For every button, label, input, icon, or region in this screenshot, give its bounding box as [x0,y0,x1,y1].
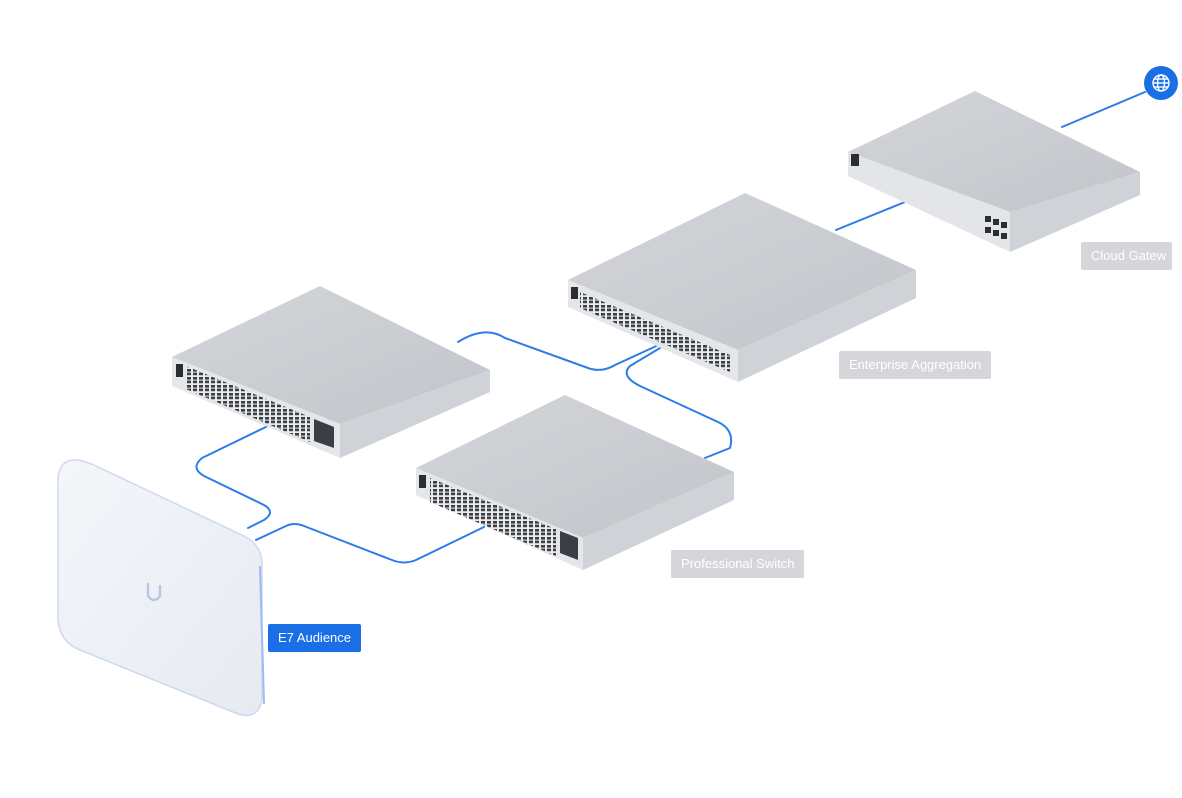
aggregation-power-port [571,287,578,299]
cloud-gateway-label[interactable]: Cloud Gatew [1081,242,1172,270]
professional-switch-port-bank [430,478,556,556]
switch-power-port [176,364,183,377]
enterprise-switch-device[interactable] [172,286,490,458]
link-switch1-ap [195,424,271,529]
professional-switch-sfp-ports [560,531,578,560]
enterprise-aggregation-label[interactable]: Enterprise Aggregation [839,351,992,379]
cable-links [195,91,1146,564]
ubiquiti-u-logo [146,582,162,602]
professional-switch-power-port [419,475,426,488]
gateway-power-port [851,154,859,166]
enterprise-aggregation-device[interactable] [568,193,916,382]
link-proswitch-ap [255,523,485,564]
switch-sfp-ports [314,419,334,448]
e7-access-point-device[interactable] [57,459,265,717]
link-switch1-aggregation [457,331,666,371]
link-internet-gateway [1061,91,1146,128]
professional-switch-device[interactable] [416,395,734,570]
globe-icon[interactable] [1144,66,1178,100]
professional-switch-label[interactable]: Professional Switch [671,550,805,578]
cloud-gateway-device[interactable] [848,91,1140,252]
switch-port-bank [186,366,310,442]
e7-audience-label[interactable]: E7 Audience [268,624,362,652]
link-aggregation-proswitch [625,347,733,459]
aggregation-port-bank [580,292,730,372]
gateway-ports [985,216,1007,239]
link-gateway-aggregation [835,201,906,231]
